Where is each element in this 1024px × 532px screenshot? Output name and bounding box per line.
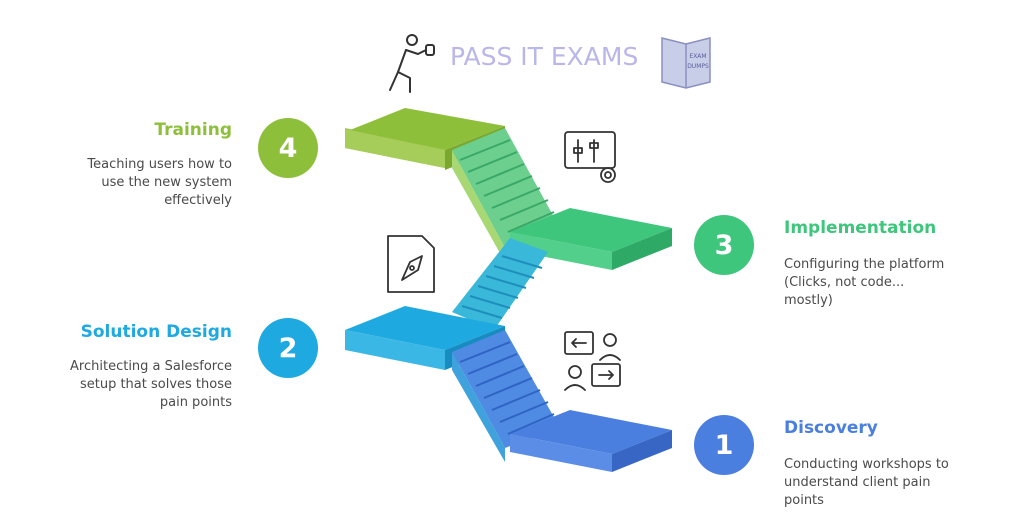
- platform-implementation: [510, 208, 672, 270]
- pen-document-icon: [387, 235, 435, 293]
- discussion-icon: [564, 331, 621, 391]
- book-text-2: DUMPS: [687, 63, 709, 70]
- step-3-badge: 3: [694, 215, 754, 275]
- step-3-description: Configuring the platform (Clicks, not co…: [784, 257, 945, 308]
- pass-it-exams-logo: PASS IT EXAMS EXAM DUMPS: [380, 28, 720, 98]
- step-2-description: Architecting a Salesforce setup that sol…: [70, 359, 232, 410]
- step-4-badge: 4: [258, 118, 318, 178]
- stairs-training-implementation: [452, 128, 560, 262]
- step-1-title: Discovery: [784, 418, 878, 438]
- trainer-icon: [389, 34, 435, 93]
- step-4-title: Training: [154, 120, 232, 140]
- book-logo-icon: EXAM DUMPS: [661, 37, 711, 89]
- step-1-badge: 1: [694, 415, 754, 475]
- step-4-description: Teaching users how to use the new system…: [87, 157, 232, 208]
- book-text-1: EXAM: [689, 53, 706, 60]
- stairs-solution-discovery: [452, 330, 560, 462]
- logo-text: PASS IT EXAMS: [450, 42, 639, 71]
- step-3-title: Implementation: [784, 218, 937, 238]
- stairs-implementation-solution: [452, 238, 548, 330]
- platform-discovery: [510, 410, 672, 472]
- step-2-title: Solution Design: [80, 322, 232, 342]
- step-1-description: Conducting workshops to understand clien…: [784, 457, 949, 508]
- step-2-badge: 2: [258, 318, 318, 378]
- settings-sliders-icon: [564, 131, 616, 183]
